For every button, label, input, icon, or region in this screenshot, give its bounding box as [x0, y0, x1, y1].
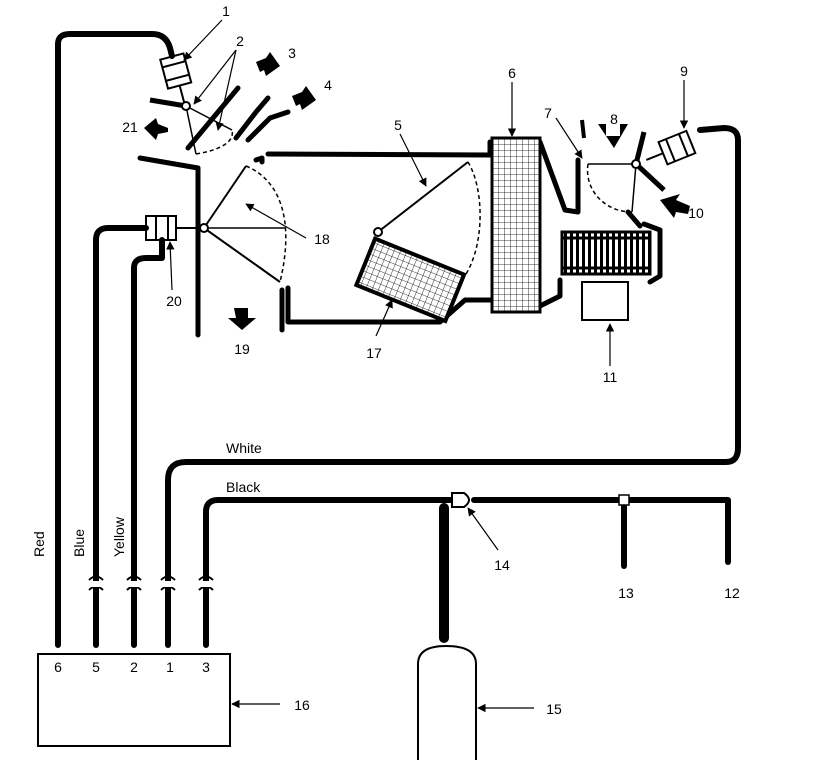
check-valve [451, 492, 482, 508]
mode-actuator [145, 215, 200, 241]
temp-blend-door [373, 161, 481, 281]
terminal-label: 5 [92, 659, 100, 675]
terminal-label: 6 [54, 659, 62, 675]
heater-core [353, 236, 467, 324]
callout-5: 5 [394, 117, 402, 133]
terminal-label: 1 [166, 659, 174, 675]
vacuum-hoses [55, 31, 741, 648]
callout-18: 18 [314, 231, 330, 247]
recirc-actuator [645, 129, 697, 166]
wire-label-black: Black [226, 479, 261, 495]
callout-9: 9 [680, 63, 688, 79]
callout-13: 13 [618, 585, 634, 601]
callout-12: 12 [724, 585, 740, 601]
defrost-actuator [159, 52, 193, 104]
recirc-door [580, 119, 666, 213]
callout-4: 4 [324, 77, 332, 93]
callout-17: 17 [366, 345, 382, 361]
callout-3: 3 [288, 45, 296, 61]
terminal-label: 2 [130, 659, 138, 675]
callout-11: 11 [603, 369, 618, 385]
defrost-door [149, 97, 234, 155]
duct-housing [137, 85, 663, 338]
mode-door [199, 165, 287, 283]
module-terminals: 6 5 2 1 3 [54, 659, 210, 675]
vacuum-reservoir [417, 644, 477, 760]
wire-label-red: Red [31, 531, 47, 557]
callout-10: 10 [688, 205, 704, 221]
wire-label-white: White [226, 440, 262, 456]
wire-label-yellow: Yellow [111, 516, 127, 557]
callout-8: 8 [610, 111, 618, 127]
callout-1: 1 [222, 3, 230, 19]
evaporator-core [490, 136, 542, 314]
callout-20: 20 [166, 293, 182, 309]
wire-labels: Red Blue Yellow White Black [31, 440, 262, 557]
callout-7: 7 [544, 105, 552, 121]
callout-19: 19 [234, 341, 250, 357]
control-module [37, 653, 231, 747]
callout-numbers: 1 2 3 4 5 6 7 8 9 10 11 12 13 14 15 16 1… [122, 3, 740, 717]
hose-tee [618, 494, 630, 506]
blower-motor [581, 281, 629, 321]
callout-14: 14 [494, 557, 510, 573]
blower-wheel [560, 230, 652, 276]
callout-16: 16 [294, 697, 310, 713]
terminal-label: 3 [202, 659, 210, 675]
callout-21: 21 [122, 119, 138, 135]
callout-2: 2 [236, 33, 244, 49]
leader-lines [166, 19, 689, 713]
hose-breaks [88, 575, 214, 591]
hose-break-gaps [91, 581, 211, 587]
airflow-arrows [144, 52, 690, 330]
wire-label-blue: Blue [71, 529, 87, 557]
callout-6: 6 [508, 65, 516, 81]
callout-15: 15 [546, 701, 562, 717]
